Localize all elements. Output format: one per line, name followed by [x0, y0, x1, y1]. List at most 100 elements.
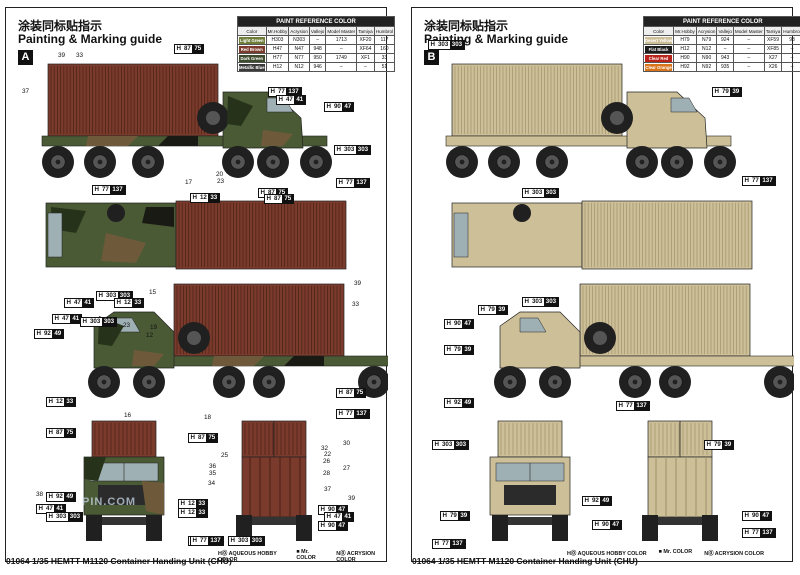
axle: [658, 517, 702, 525]
legend: H⓪ AQUEOUS HOBBY COLOR ■ Mr. COLOR N⓪ AC…: [567, 549, 764, 557]
color-swatch: Clear Red: [645, 54, 673, 62]
color-swatch: Dark Green: [239, 54, 265, 62]
callout-prefix: H: [446, 346, 451, 353]
callout-code: 303: [531, 189, 543, 196]
callout-code: 90: [333, 103, 341, 110]
part-number: 39: [348, 495, 356, 502]
spare-hub: [187, 331, 201, 345]
camo-patch: [84, 457, 106, 481]
callout-number: 39: [722, 441, 734, 449]
callout-code: 79: [487, 306, 495, 313]
hub-center: [507, 379, 513, 385]
callout-number: 75: [276, 189, 288, 197]
callout-number: 75: [282, 195, 294, 203]
spare-hub: [610, 111, 624, 125]
callout-code: 87: [197, 434, 205, 441]
camo-patch: [261, 130, 293, 146]
tire-end: [492, 515, 508, 541]
part-number: 12: [146, 332, 154, 339]
callout-number: 303: [453, 441, 469, 449]
callout-number: 39: [496, 306, 508, 314]
legend-item: N⓪ ACRYSION COLOR: [336, 551, 376, 563]
callout-number: 47: [760, 512, 772, 520]
callout-number: 49: [52, 330, 64, 338]
container-doors: [647, 456, 713, 518]
callout-prefix: H: [338, 410, 343, 417]
callout-prefix: H: [744, 177, 749, 184]
part-number: 35: [209, 470, 217, 477]
chassis: [445, 135, 732, 147]
callout-number: 137: [450, 540, 465, 548]
camo-patch: [284, 356, 324, 366]
callout-prefix: H: [320, 506, 325, 513]
callout-number: 49: [600, 497, 612, 505]
tire-end: [146, 515, 162, 541]
callout-number: 137: [110, 186, 125, 194]
windshield: [453, 212, 469, 258]
hub-center: [270, 159, 276, 165]
scheme-letter: A: [18, 50, 33, 65]
callout-code: 90: [453, 320, 461, 327]
callout-code: 77: [625, 402, 633, 409]
legend: H⓪ AQUEOUS HOBBY COLOR ■ Mr. COLOR N⓪ AC…: [218, 549, 386, 563]
callout-code: 77: [101, 186, 109, 193]
hub-center: [552, 379, 558, 385]
part-number: 22: [324, 451, 332, 458]
callout-prefix: H: [744, 512, 749, 519]
callout-prefix: H: [524, 189, 529, 196]
callout-code: 303: [237, 537, 249, 544]
tire-end: [236, 515, 252, 541]
callout-code: 12: [55, 398, 63, 405]
spare-hub: [206, 111, 220, 125]
callout-code: 79: [713, 441, 721, 448]
callout-prefix: H: [480, 306, 485, 313]
part-number: 34: [208, 480, 216, 487]
hub-center: [235, 159, 241, 165]
callout-number: 303: [249, 537, 265, 545]
callout-number: 47: [610, 521, 622, 529]
camo-patch: [101, 233, 146, 263]
callout-code: 92: [43, 330, 51, 337]
callout-prefix: H: [744, 529, 749, 536]
spare-hub: [593, 331, 607, 345]
callout-code: 47: [73, 299, 81, 306]
title-chinese: 涂装同标贴指示: [424, 19, 509, 33]
tire-end: [296, 515, 312, 541]
callout-prefix: H: [260, 189, 265, 196]
callout-code: 77: [277, 88, 285, 95]
hub-center: [459, 159, 465, 165]
sheet-a: 涂装同标贴指示 Painting & Marking guide A PAINT…: [5, 7, 396, 563]
callout-code: 79: [449, 512, 457, 519]
callout-code: 303: [531, 298, 543, 305]
color-swatch: Red Brown: [239, 45, 265, 53]
callout-prefix: H: [98, 292, 103, 299]
callout-prefix: H: [176, 45, 181, 52]
callout-prefix: H: [714, 88, 719, 95]
tire-end: [702, 515, 718, 541]
callout-number: 47: [336, 522, 348, 530]
axle: [102, 517, 146, 525]
footer-title: 01064 1/35 HEMTT M1120 Container Handing…: [412, 556, 638, 566]
color-swatch: Clear Orange: [645, 63, 673, 71]
part-number: 38: [36, 491, 44, 498]
callout-number: 33: [132, 299, 144, 307]
part-number: 28: [323, 470, 331, 477]
callout-prefix: H: [706, 441, 711, 448]
hub-center: [632, 379, 638, 385]
